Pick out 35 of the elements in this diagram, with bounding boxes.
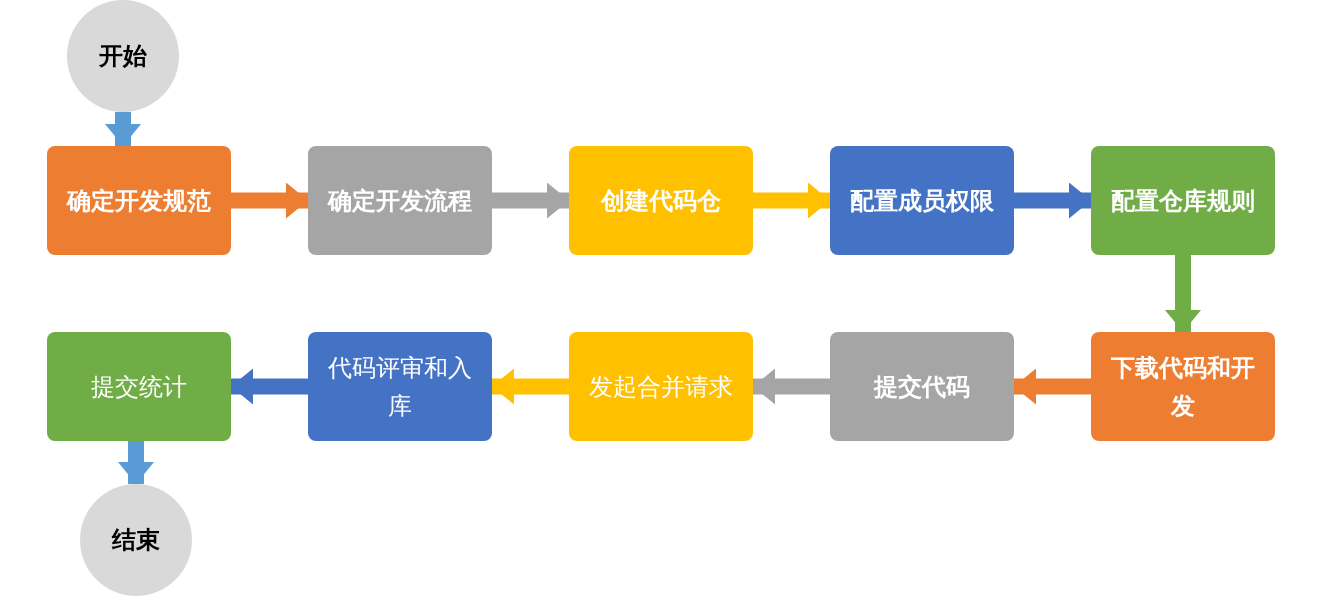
arrow [753, 182, 830, 219]
arrow [753, 368, 830, 405]
process-box [47, 146, 231, 255]
process-box [569, 332, 753, 441]
arrow [118, 441, 154, 484]
node-label: 代码评审和入库 [327, 352, 473, 422]
node-label: 确定开发流程 [328, 185, 472, 217]
terminal-circle [80, 484, 192, 596]
arrow [492, 368, 569, 405]
process-box [830, 332, 1014, 441]
node-label: 结束 [112, 525, 160, 556]
arrow [1014, 182, 1091, 219]
process-box [47, 332, 231, 441]
process-box [569, 146, 753, 255]
terminal-circle [67, 0, 179, 112]
process-box [308, 146, 492, 255]
arrow [231, 182, 308, 219]
node-label: 发起合并请求 [589, 371, 733, 403]
arrow [1165, 255, 1201, 332]
node-label: 配置仓库规则 [1111, 185, 1255, 217]
arrow [231, 368, 308, 405]
node-label: 确定开发规范 [67, 185, 211, 217]
node-label: 下载代码和开发 [1110, 352, 1256, 422]
arrow [492, 182, 569, 219]
arrow [1014, 368, 1091, 405]
node-label: 开始 [99, 41, 147, 72]
process-box [830, 146, 1014, 255]
process-box [1091, 332, 1275, 441]
node-label: 配置成员权限 [850, 185, 994, 217]
node-label: 提交统计 [91, 371, 187, 403]
process-box [1091, 146, 1275, 255]
node-label: 提交代码 [874, 371, 970, 403]
process-box [308, 332, 492, 441]
arrow [105, 112, 141, 146]
node-label: 创建代码仓 [601, 185, 721, 217]
